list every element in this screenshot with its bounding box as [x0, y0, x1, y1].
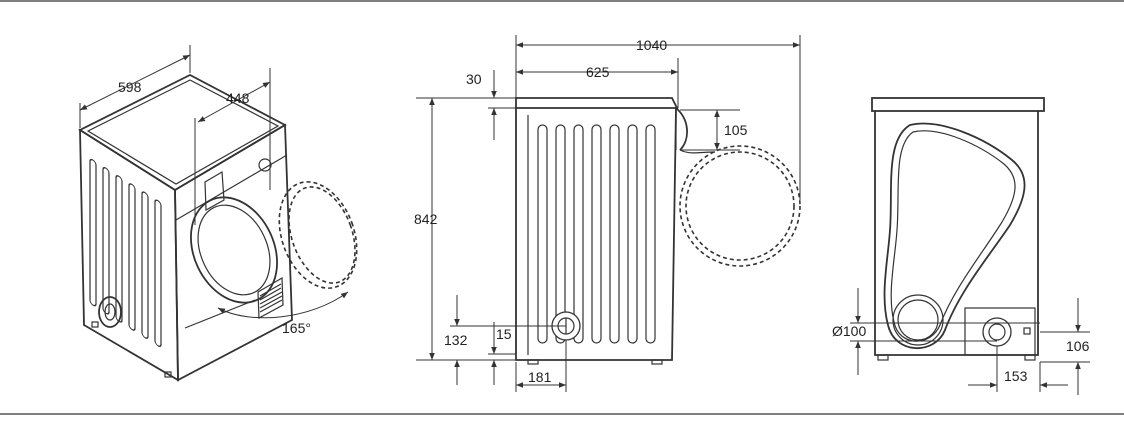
knob-icon	[258, 158, 272, 172]
side-top-plate	[515, 97, 679, 109]
door-swing-arc	[217, 291, 349, 319]
dim-outlet-offset: 15	[496, 326, 512, 342]
rear-duct	[883, 122, 1026, 350]
side-door-profile	[675, 107, 688, 151]
iso-open-door	[278, 181, 358, 289]
dim-height: 842	[414, 211, 438, 227]
dim-outlet-side: 181	[528, 369, 552, 385]
dim-body-depth: 625	[586, 64, 610, 80]
isometric-view	[78, 45, 358, 382]
side-body	[515, 107, 677, 361]
iso-door	[190, 196, 278, 304]
dim-rear-outlet-height: 106	[1066, 338, 1090, 354]
dim-total-depth-open: 1040	[636, 37, 667, 53]
dim-outlet-diameter: Ø100	[832, 323, 866, 339]
iso-top	[78, 73, 287, 192]
dim-iso-width: 598	[118, 79, 142, 95]
dim-iso-depth: 448	[226, 90, 250, 106]
dim-outlet-height: 132	[444, 332, 468, 348]
rear-duct-outlet	[892, 294, 944, 346]
iso-front	[174, 123, 293, 382]
rear-outlet	[982, 317, 1012, 347]
dim-door-height-offset: 105	[724, 122, 748, 138]
dim-top-offset: 30	[466, 71, 482, 87]
dim-door-angle: 165°	[282, 320, 311, 336]
side-open-door	[679, 145, 801, 267]
iso-outlet	[98, 296, 122, 328]
rear-top-plate	[871, 97, 1045, 112]
rear-view	[850, 97, 1090, 395]
side-grooves	[537, 124, 656, 344]
dim-rear-outlet-side: 153	[1004, 368, 1028, 384]
rear-body	[874, 111, 1039, 356]
side-view	[416, 35, 801, 392]
